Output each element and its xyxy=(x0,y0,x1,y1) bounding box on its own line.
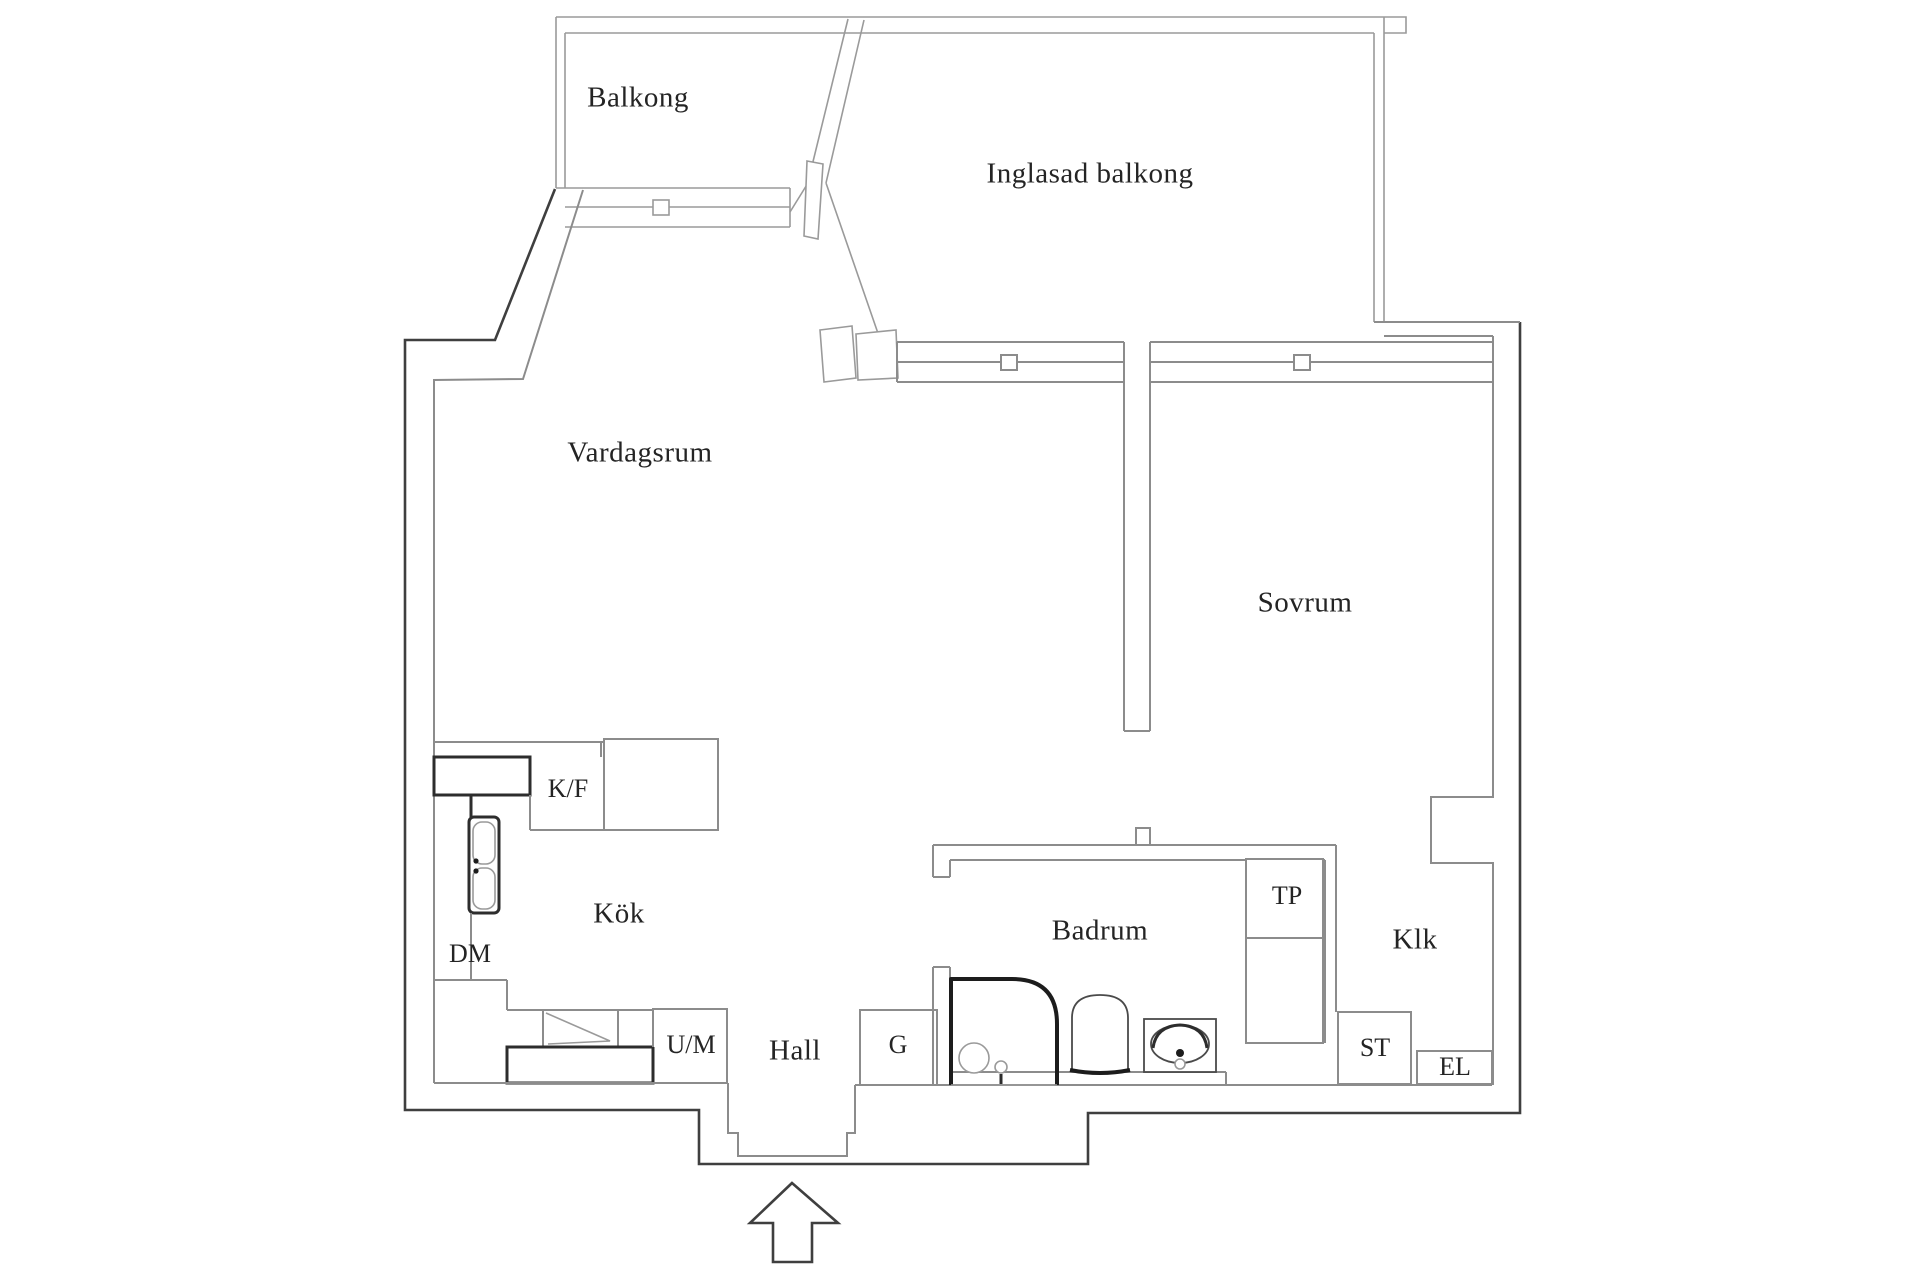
sink-basin xyxy=(472,821,496,865)
balkong-window-band xyxy=(556,187,791,228)
balcony-door-leaf-icon xyxy=(819,325,857,383)
shower-icon xyxy=(949,977,1059,1086)
kitchen-counter-block xyxy=(432,755,532,797)
kitchen-top-line xyxy=(434,741,604,757)
kitchen-sink-icon xyxy=(467,815,501,915)
label-kf: K/F xyxy=(548,774,588,803)
bathroom-west-wall xyxy=(932,966,951,1085)
label-kok: Kök xyxy=(593,898,644,930)
shower-enclosure xyxy=(949,977,1059,1085)
sink-outline xyxy=(467,815,501,915)
washbasin-rim xyxy=(1151,1023,1209,1049)
bathroom-cabinet-cell xyxy=(1245,937,1324,1044)
sink-basin xyxy=(472,867,496,910)
balcony-door-leaf-icon xyxy=(803,160,824,240)
washbasin-icon xyxy=(1143,1018,1217,1073)
inglasad-right-wall xyxy=(1373,17,1385,322)
bottom-wall-inner xyxy=(434,1082,1492,1157)
label-hall: Hall xyxy=(769,1035,821,1067)
label-tp: TP xyxy=(1272,881,1302,910)
window-marker-vardagsrum xyxy=(1000,354,1018,371)
label-st: ST xyxy=(1360,1033,1390,1062)
label-dm: DM xyxy=(449,939,491,968)
toilet-bowl xyxy=(1071,994,1129,1070)
balcony-divider-wall xyxy=(789,18,882,343)
bathroom-north-wall xyxy=(932,844,1336,878)
label-balkong: Balkong xyxy=(587,82,689,114)
washbasin-tap-icon xyxy=(1176,1049,1184,1057)
entry-arrow-icon xyxy=(746,1181,842,1264)
room-divider-wall xyxy=(1123,342,1151,732)
balcony-door-leaf-icon xyxy=(855,329,899,381)
kitchen xyxy=(432,738,728,1085)
toilet-icon xyxy=(1069,994,1131,1075)
label-um: U/M xyxy=(666,1030,715,1059)
electrical-cabinet-cell xyxy=(1416,1050,1493,1085)
balcony-walls xyxy=(555,16,1407,383)
laundry-tower-cell xyxy=(1245,858,1324,939)
balkong-left-wall xyxy=(555,17,566,188)
left-wall-inner xyxy=(433,189,584,1083)
stove-mark-icon xyxy=(545,1012,611,1045)
window-marker-sovrum xyxy=(1293,354,1311,371)
shower-mixer-icon xyxy=(994,1060,1008,1074)
cleaning-closet-cell xyxy=(1337,1011,1412,1085)
entry-recess xyxy=(727,1083,856,1157)
hall-wardrobe-cell xyxy=(859,1009,938,1086)
outer-wall xyxy=(403,188,1522,1166)
bathroom-east-wall xyxy=(1324,845,1337,1043)
window-band-main xyxy=(896,341,1493,383)
top-right-wall-band xyxy=(1374,321,1520,342)
shower-drain-icon xyxy=(958,1042,990,1074)
kitchen-counter-bottom xyxy=(505,1045,655,1085)
washbasin-drain-icon xyxy=(1174,1058,1186,1070)
label-g: G xyxy=(889,1030,908,1059)
label-klk: Klk xyxy=(1393,924,1438,956)
dishwasher-cell xyxy=(434,913,508,1010)
kitchen-island-box xyxy=(603,738,719,831)
sink-tap-icon xyxy=(473,868,479,874)
label-vardagsrum: Vardagsrum xyxy=(567,437,712,469)
sovrum-window-wall xyxy=(1150,341,1493,383)
label-inglasad-balkong: Inglasad balkong xyxy=(987,158,1194,190)
window-marker-balkong xyxy=(652,199,670,216)
bathroom xyxy=(932,827,1337,1086)
balcony-top-wall xyxy=(556,16,1407,34)
label-badrum: Badrum xyxy=(1052,915,1148,947)
toilet-base xyxy=(1069,1068,1131,1075)
bathroom-wall-tab xyxy=(1135,827,1151,846)
sink-tap-icon xyxy=(473,858,479,864)
label-el: EL xyxy=(1439,1052,1471,1081)
right-wall-inner xyxy=(1430,342,1494,1085)
label-sovrum: Sovrum xyxy=(1258,587,1353,619)
